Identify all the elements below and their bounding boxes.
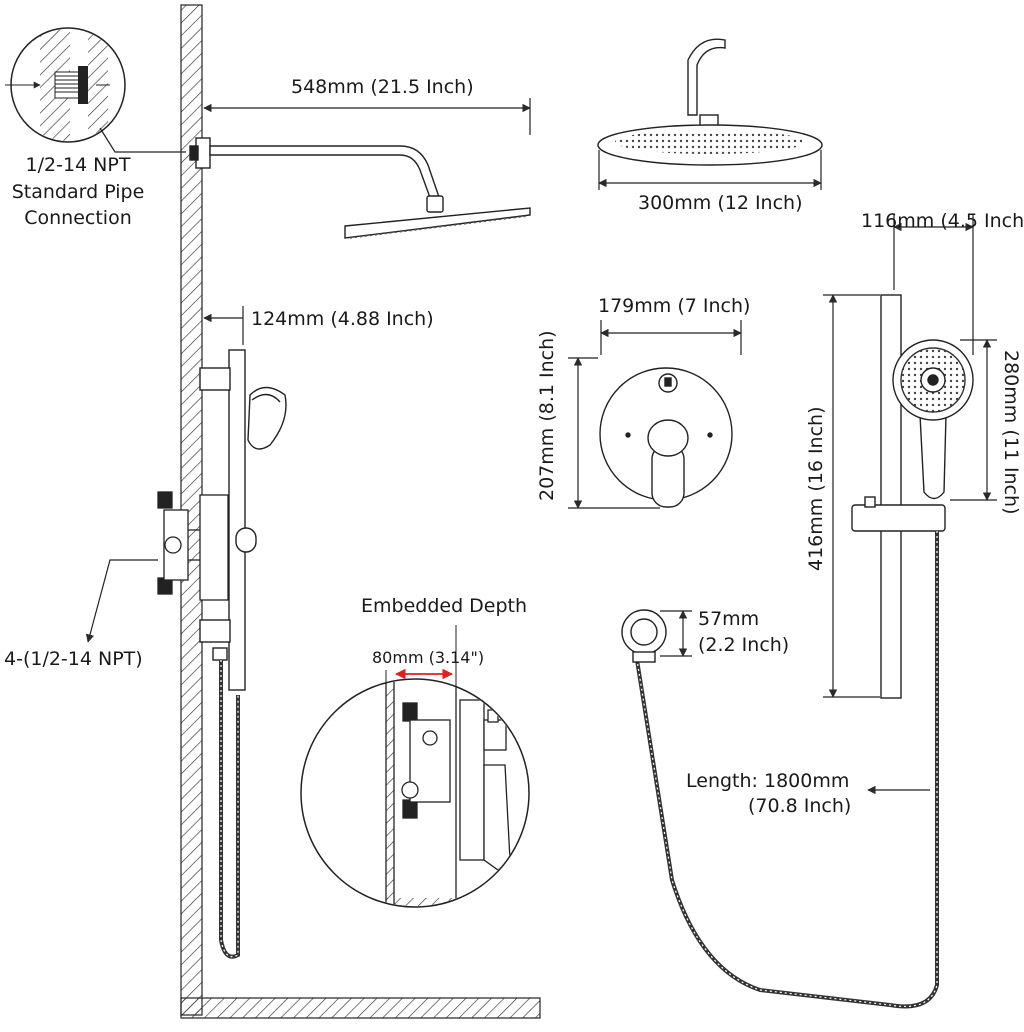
hose-length-label-line2: (70.8 Inch) <box>748 795 852 817</box>
embedded-depth-title: Embedded Depth <box>361 595 528 617</box>
slide-bar-side <box>199 349 287 691</box>
hand-shower-dimensions <box>823 215 997 698</box>
hand-shower-front <box>892 339 974 500</box>
elbow-size-dimension <box>660 610 692 657</box>
valve-trim-front <box>599 367 733 508</box>
wall-offset-label: 124mm (4.88 Inch) <box>251 308 434 330</box>
elbow-size-label-line1: 57mm <box>698 608 760 630</box>
valve-ports-leader <box>85 559 158 643</box>
pipe-connection-detail <box>5 27 186 153</box>
pipe-connection-label-line2: Standard Pipe <box>11 181 145 203</box>
slide-bar-height-label: 416mm (16 Inch) <box>805 406 827 572</box>
wall <box>180 4 541 1019</box>
rain-showerhead-front <box>597 38 823 166</box>
pipe-connection-label-line3: Connection <box>24 207 132 229</box>
valve-trim-width-label: 179mm (7 Inch) <box>598 295 751 317</box>
handshower-width-label: 116mm (4.5 Inch) <box>861 210 1024 232</box>
arm-length-label: 548mm (21.5 Inch) <box>291 76 474 98</box>
hose-length-label-line1: Length: 1800mm <box>686 770 850 792</box>
showerhead-diameter-dimension <box>598 150 822 190</box>
pipe-connection-label-line1: 1/2-14 NPT <box>25 154 131 176</box>
embedded-depth-detail <box>300 625 530 908</box>
wall-elbow-front <box>621 609 667 663</box>
shower-arm-side <box>189 137 531 239</box>
valve-body-side <box>157 491 229 601</box>
elbow-size-label-line2: (2.2 Inch) <box>698 634 790 656</box>
hose-side <box>219 660 240 959</box>
handshower-height-label: 280mm (11 Inch) <box>1000 350 1022 515</box>
embedded-depth-value: 80mm (3.14") <box>372 648 485 667</box>
arm-length-dimension <box>203 98 531 135</box>
showerhead-diameter-label: 300mm (12 Inch) <box>638 192 803 214</box>
valve-ports-label: 4-(1/2-14 NPT) <box>4 648 143 670</box>
valve-trim-height-label: 207mm (8.1 Inch) <box>536 330 558 501</box>
wall-offset-dimension <box>203 306 244 345</box>
valve-trim-dimensions <box>568 320 742 509</box>
